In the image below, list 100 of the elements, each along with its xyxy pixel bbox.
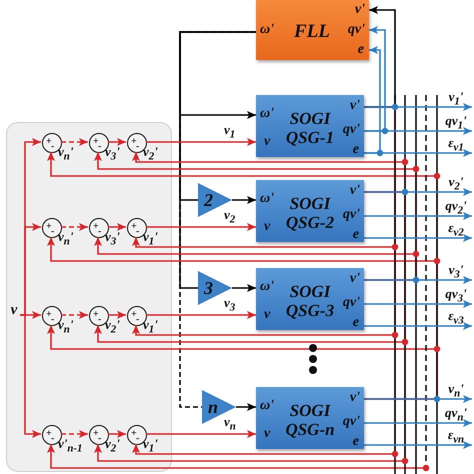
port-label: v' <box>354 3 365 17</box>
edge-label: v$_{n}$' <box>58 318 74 337</box>
port-label: ω' <box>260 23 274 37</box>
edge-label: v$_{3}$' <box>105 230 120 249</box>
fll-block <box>256 0 369 60</box>
arrow <box>61 138 88 146</box>
arrow <box>364 127 472 135</box>
arrow <box>108 311 126 319</box>
edge-label: v$_{1}$' <box>143 230 158 249</box>
arrow <box>364 103 472 111</box>
edge-label: v$_{2}$' <box>105 437 120 456</box>
port-label: qv' <box>342 123 360 137</box>
sogi-block <box>256 180 364 242</box>
block-title: SOGI QSG-2 <box>284 194 336 232</box>
edge-label: v$_{1}$ <box>224 123 236 142</box>
port-label: v <box>264 135 270 149</box>
sign-label: + <box>131 429 137 439</box>
block-title: SOGI QSG-3 <box>284 282 336 320</box>
port-label: e <box>352 143 359 157</box>
signal-label: qv$_{3}$' <box>438 287 474 303</box>
edge-label: v$_{3}$ <box>224 296 236 315</box>
arrow <box>364 188 472 196</box>
port-label: qv' <box>342 415 360 429</box>
sign-label: - <box>98 434 102 444</box>
sign-label: - <box>98 142 102 152</box>
sign-label: - <box>51 142 54 152</box>
signal-label: ε$_{vn}$ <box>438 428 474 444</box>
sign-label: + <box>93 222 99 232</box>
arrow <box>364 441 472 449</box>
sign-label: + <box>93 137 99 147</box>
edge-label: v$_{1}$' <box>143 318 158 337</box>
sign-label: + <box>46 137 52 147</box>
arrow <box>364 395 472 403</box>
arrow <box>364 322 472 330</box>
port-label: e <box>352 316 359 330</box>
arrow <box>108 430 126 438</box>
arrow <box>364 212 472 220</box>
sign-label: + <box>93 429 99 439</box>
sign-label: + <box>131 222 137 232</box>
port-label: v <box>264 308 270 322</box>
port-label: v' <box>350 99 360 113</box>
port-label: v' <box>350 184 360 198</box>
arrow <box>364 276 472 284</box>
edge-label: v$_{n}$' <box>58 230 74 249</box>
arrow <box>232 196 256 204</box>
port-label: e <box>352 435 359 449</box>
arrow <box>364 234 472 242</box>
arrow <box>61 311 88 319</box>
block-title: SOGI QSG-1 <box>284 109 336 147</box>
arrow <box>108 223 126 231</box>
edge-label: v$_{n}$ <box>224 415 236 434</box>
gain-label: n <box>208 398 218 416</box>
sign-label: - <box>98 315 102 325</box>
signal-label: v$_{2}$' <box>438 175 474 191</box>
arrow <box>146 223 256 231</box>
block-title: SOGI QSG-n <box>284 401 336 439</box>
port-label: ω' <box>260 192 274 206</box>
port-label: v <box>264 427 270 441</box>
sign-label: + <box>46 310 52 320</box>
edge-label: v$_{3}$' <box>105 145 120 164</box>
signal-label: qv$_{1}$' <box>438 114 474 130</box>
port-label: ω' <box>260 107 274 121</box>
edge-label: v$_{n}$' <box>58 145 74 164</box>
arrow <box>61 430 88 438</box>
block-title: FLL <box>294 22 330 41</box>
arrow <box>232 284 256 292</box>
sign-label: - <box>51 315 54 325</box>
arrow <box>146 138 256 146</box>
connector-line <box>179 31 256 408</box>
port-label: ω' <box>260 399 274 413</box>
edge-label: v$_{2}$ <box>224 208 236 227</box>
port-label: v' <box>350 391 360 405</box>
signal-label: ε$_{v2}$ <box>438 221 474 237</box>
edge-label: v$_{2}$' <box>105 318 120 337</box>
sign-label: + <box>131 310 137 320</box>
sign-label: + <box>46 222 52 232</box>
gain-label: 2 <box>204 191 213 209</box>
signal-label: ε$_{v1}$ <box>438 136 474 152</box>
sogi-block <box>256 387 364 449</box>
sign-label: - <box>136 227 140 237</box>
gain-label: 3 <box>204 279 213 297</box>
signal-label: ε$_{v3}$ <box>438 309 474 325</box>
arrow <box>108 138 126 146</box>
edge-label: v'$_{n-1}$ <box>58 437 82 456</box>
port-label: v <box>264 220 270 234</box>
sign-label: + <box>93 310 99 320</box>
sign-label: - <box>51 434 54 444</box>
signal-label: v$_{3}$' <box>438 263 474 279</box>
port-label: e <box>358 43 364 57</box>
port-label: qv' <box>342 296 360 310</box>
arrow <box>236 403 256 411</box>
arrow <box>146 430 256 438</box>
port-label: e <box>352 228 359 242</box>
arrow <box>364 149 472 157</box>
arrow <box>146 311 256 319</box>
sign-label: - <box>136 434 140 444</box>
panel-background <box>6 122 172 472</box>
arrow <box>364 419 472 427</box>
sign-label: + <box>46 429 52 439</box>
sign-label: - <box>51 227 54 237</box>
